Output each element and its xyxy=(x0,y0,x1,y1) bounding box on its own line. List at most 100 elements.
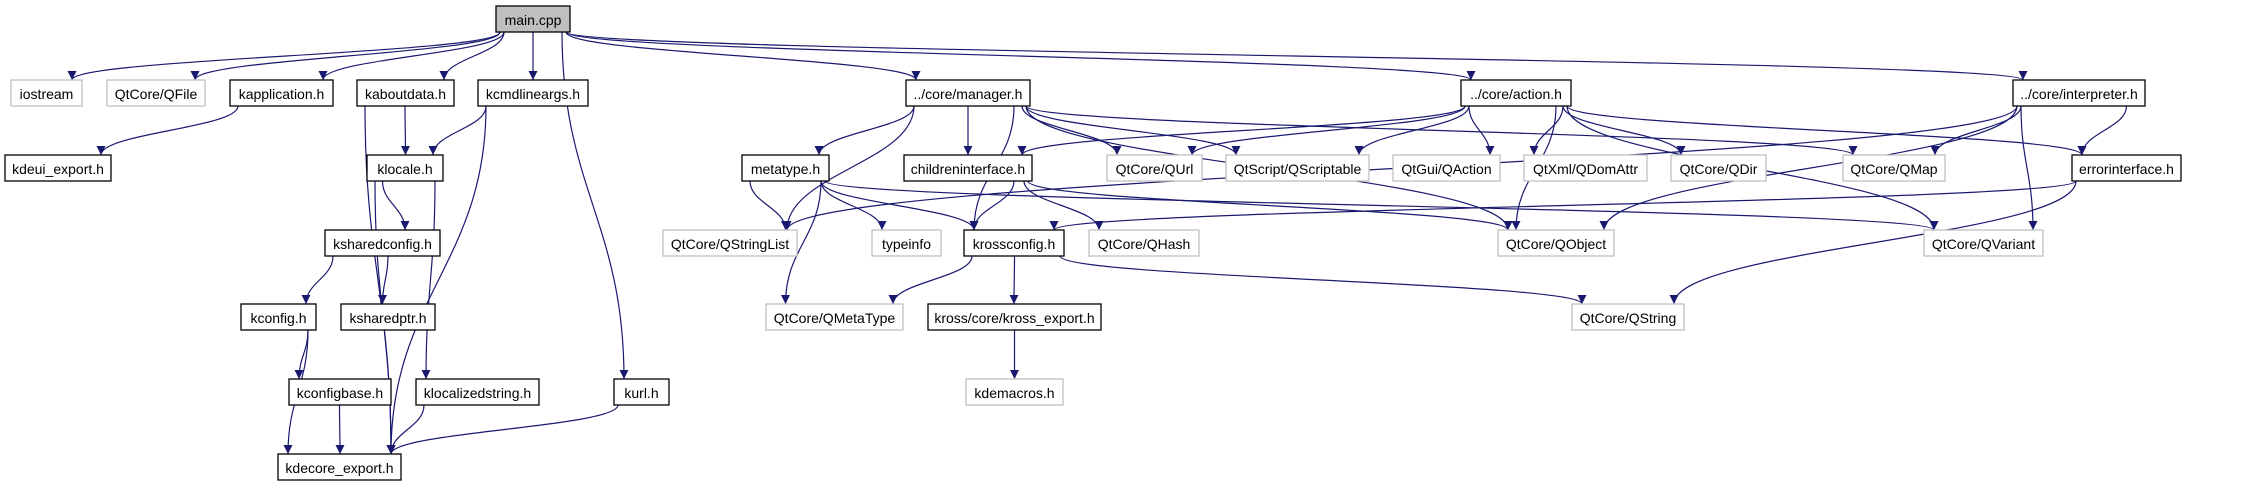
node-klocale[interactable]: klocale.h xyxy=(366,154,444,182)
edge-kcmdlineargs-to-klocale xyxy=(428,105,487,156)
node-klocalizedstring[interactable]: klocalizedstring.h xyxy=(415,378,540,406)
node-label: QtCore/QUrl xyxy=(1116,161,1194,177)
node-label: QtCore/QFile xyxy=(115,86,198,102)
node-label: QtCore/QMetaType xyxy=(774,310,896,326)
node-box xyxy=(356,79,455,107)
node-label: kapplication.h xyxy=(239,86,325,102)
node-kcmdlineargs[interactable]: kcmdlineargs.h xyxy=(477,79,589,107)
node-kconfigbase[interactable]: kconfigbase.h xyxy=(288,378,392,406)
node-kdecore-export[interactable]: kdecore_export.h xyxy=(277,453,402,481)
edge-manager-to-qstringlist xyxy=(782,105,915,231)
node-box xyxy=(1842,154,1946,182)
node-box xyxy=(927,303,1102,331)
node-qdir: QtCore/QDir xyxy=(1670,154,1767,182)
node-box xyxy=(765,303,904,331)
edge-metatype-to-qstringlist xyxy=(749,180,790,231)
node-box xyxy=(1088,229,1200,257)
node-interpreter[interactable]: ../core/interpreter.h xyxy=(2012,79,2146,107)
edge-ksharedconfig-to-kconfig xyxy=(301,255,334,305)
node-label: QtCore/QMap xyxy=(1850,161,1937,177)
node-action[interactable]: ../core/action.h xyxy=(1460,79,1572,107)
node-childreninterface[interactable]: childreninterface.h xyxy=(903,154,1033,182)
node-box xyxy=(106,79,206,107)
edge-metatype-to-typeinfo xyxy=(820,180,887,231)
node-box xyxy=(1670,154,1767,182)
edge-manager-to-qurl xyxy=(1021,105,1122,156)
node-label: kdeui_export.h xyxy=(12,161,104,177)
node-box xyxy=(905,79,1031,107)
node-label: klocale.h xyxy=(377,161,432,177)
node-ksharedptr[interactable]: ksharedptr.h xyxy=(340,303,436,331)
node-box xyxy=(871,229,942,257)
node-box xyxy=(1523,154,1648,182)
node-label: QtCore/QDir xyxy=(1680,161,1758,177)
node-label: QtScript/QScriptable xyxy=(1234,161,1362,177)
edge-krossconfig-to-kross_export xyxy=(1009,255,1019,305)
edge-kconfigbase-to-kdecore_export xyxy=(335,404,345,455)
node-label: kaboutdata.h xyxy=(365,86,446,102)
edge-ksharedconfig-to-ksharedptr xyxy=(378,255,389,305)
node-box xyxy=(324,229,441,257)
node-box xyxy=(415,378,540,406)
node-box xyxy=(2071,154,2182,182)
node-qurl: QtCore/QUrl xyxy=(1106,154,1203,182)
edge-kapplication-to-kdeui_export xyxy=(96,105,239,156)
edge-manager-to-metatype xyxy=(814,105,915,156)
node-kurl[interactable]: kurl.h xyxy=(613,378,670,406)
node-iostream: iostream xyxy=(10,79,83,107)
edge-action-to-qaction xyxy=(1468,105,1495,156)
edge-kurl-to-kdecore_export xyxy=(386,404,619,455)
node-box xyxy=(965,378,1064,406)
edge-klocale-to-ksharedconfig xyxy=(381,180,410,231)
node-box xyxy=(963,229,1065,257)
node-qfile: QtCore/QFile xyxy=(106,79,206,107)
edge-action-to-qdomattr xyxy=(1529,105,1564,156)
node-label: ../core/action.h xyxy=(1470,86,1562,102)
node-box xyxy=(4,154,112,182)
node-label: kdemacros.h xyxy=(974,385,1054,401)
node-manager[interactable]: ../core/manager.h xyxy=(905,79,1031,107)
node-kconfig[interactable]: kconfig.h xyxy=(240,303,317,331)
node-label: typeinfo xyxy=(882,236,931,252)
edge-action-to-errorinterface xyxy=(1566,105,2087,156)
node-kross-export[interactable]: kross/core/kross_export.h xyxy=(927,303,1102,331)
edge-metatype-to-qvariant xyxy=(824,180,1939,231)
node-label: QtCore/QStringList xyxy=(671,236,789,252)
edge-interpreter-to-qvariant xyxy=(2020,105,2038,231)
node-kdemacros: kdemacros.h xyxy=(965,378,1064,406)
node-box xyxy=(1460,79,1572,107)
node-box xyxy=(1392,154,1501,182)
node-kaboutdata[interactable]: kaboutdata.h xyxy=(356,79,455,107)
node-label: QtXml/QDomAttr xyxy=(1533,161,1638,177)
node-kdeui-export[interactable]: kdeui_export.h xyxy=(4,154,112,182)
edge-action-to-qdir xyxy=(1562,105,1686,156)
node-label: QtCore/QString xyxy=(1580,310,1676,326)
node-box xyxy=(240,303,317,331)
nodes: main.cpp iostream QtCore/QFile kapplication… xyxy=(4,5,2182,481)
node-label: ksharedptr.h xyxy=(349,310,426,326)
edge-krossconfig-to-qmetatype xyxy=(888,255,973,305)
node-box xyxy=(1923,229,2044,257)
node-label: childreninterface.h xyxy=(911,161,1025,177)
edge-main-to-qfile xyxy=(190,31,501,81)
node-box xyxy=(229,79,334,107)
node-box xyxy=(277,453,402,481)
node-krossconfig[interactable]: krossconfig.h xyxy=(963,229,1065,257)
node-label: QtCore/QVariant xyxy=(1932,236,2035,252)
edge-interpreter-to-qobject xyxy=(1599,105,2018,231)
node-box xyxy=(10,79,83,107)
node-kapplication[interactable]: kapplication.h xyxy=(229,79,334,107)
edge-action-to-qscriptable xyxy=(1354,105,1470,156)
node-label: kconfigbase.h xyxy=(297,385,383,401)
node-label: krossconfig.h xyxy=(973,236,1055,252)
edge-action-to-qurl xyxy=(1187,105,1466,156)
edge-kcmdlineargs-to-kdecore_export xyxy=(386,105,487,455)
node-main[interactable]: main.cpp xyxy=(495,5,571,33)
node-metatype[interactable]: metatype.h xyxy=(741,154,830,182)
node-label: kcmdlineargs.h xyxy=(486,86,580,102)
node-box xyxy=(2012,79,2146,107)
node-ksharedconfig[interactable]: ksharedconfig.h xyxy=(324,229,441,257)
edge-main-to-kapplication xyxy=(318,31,505,81)
node-errorinterface[interactable]: errorinterface.h xyxy=(2071,154,2182,182)
